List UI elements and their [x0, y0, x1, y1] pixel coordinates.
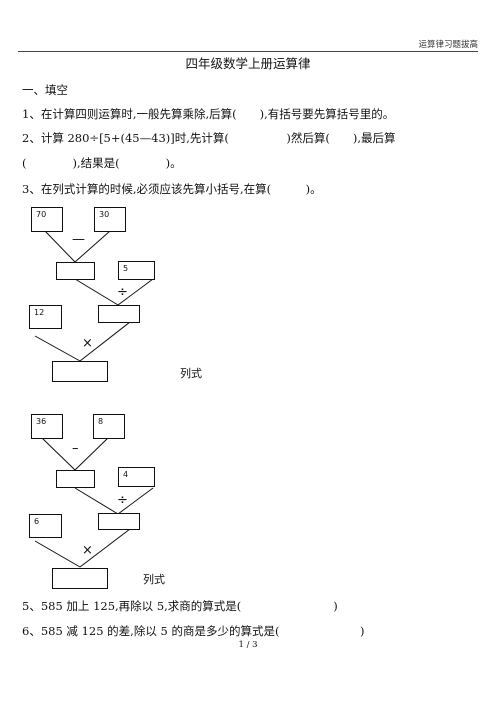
diagram2-value-top-left: 36	[36, 417, 47, 426]
section-heading: 一、填空	[22, 83, 68, 97]
question-2-line-2: ( ),结果是( )。	[22, 156, 182, 170]
question-1: 1、在计算四则运算时,一般先算乘除,后算( ),有括号要先算括号里的。	[22, 107, 395, 121]
diagram1-label: 列式	[180, 367, 202, 380]
diagram2-box-top-left: 36	[31, 414, 63, 439]
diagram1-box-left: 12	[29, 305, 62, 329]
page-title: 四年级数学上册运算律	[185, 56, 311, 71]
diagram2-value-left: 6	[34, 517, 40, 526]
diagram2-operator-minus: –	[72, 441, 79, 456]
diagram1-value-left: 12	[34, 308, 45, 317]
diagram1-operator-minus: —	[72, 232, 85, 247]
header-divider	[18, 51, 478, 52]
diagram2-box-left: 6	[29, 514, 62, 538]
diagram2-box-mid-right: 4	[118, 467, 155, 487]
diagram1-box-top-left: 70	[31, 207, 63, 232]
diagram2-box-result-1[interactable]	[56, 470, 95, 488]
question-2-line-1: 2、计算 280÷[5+(45—43)]时,先计算( )然后算( ),最后算	[22, 130, 396, 146]
diagram1-operator-divide: ÷	[117, 285, 128, 300]
page-number: 1 / 3	[238, 640, 258, 650]
diagram2-operator-divide: ÷	[117, 493, 128, 508]
diagram1-value-top-right: 30	[99, 210, 110, 219]
diagram2-label: 列式	[143, 573, 165, 586]
diagram2-box-result-2[interactable]	[98, 513, 140, 530]
diagram1-box-final[interactable]	[52, 361, 108, 382]
diagram1-box-result-2[interactable]	[98, 305, 140, 323]
diagram2-operator-multiply: ×	[82, 543, 93, 558]
question-3: 3、在列式计算的时候,必须应该先算小括号,在算( )。	[22, 182, 322, 196]
diagram1-box-result-1[interactable]	[56, 262, 95, 280]
diagram1-value-mid-right: 5	[123, 264, 129, 273]
diagram2-box-top-right: 8	[93, 414, 125, 439]
header-text: 运算律习题拔高	[418, 40, 478, 50]
question-2-expression: [5+(45—43)]	[99, 131, 175, 145]
question-5: 5、585 加上 125,再除以 5,求商的算式是( )	[22, 599, 338, 613]
diagram2-value-top-right: 8	[98, 417, 104, 426]
diagram2-box-final[interactable]	[52, 568, 108, 589]
diagram1-operator-multiply: ×	[82, 336, 93, 351]
diagram1-box-top-right: 30	[94, 207, 126, 232]
question-6: 6、585 减 125 的差,除以 5 的商是多少的算式是( )	[22, 624, 365, 638]
diagram1-box-mid-right: 5	[118, 261, 155, 280]
question-2-prefix: 2、计算 280÷	[22, 131, 100, 145]
question-2-suffix: 时,先计算( )然后算( ),最后算	[174, 131, 396, 145]
diagram2-value-mid-right: 4	[123, 470, 129, 479]
diagram1-value-top-left: 70	[36, 210, 47, 219]
